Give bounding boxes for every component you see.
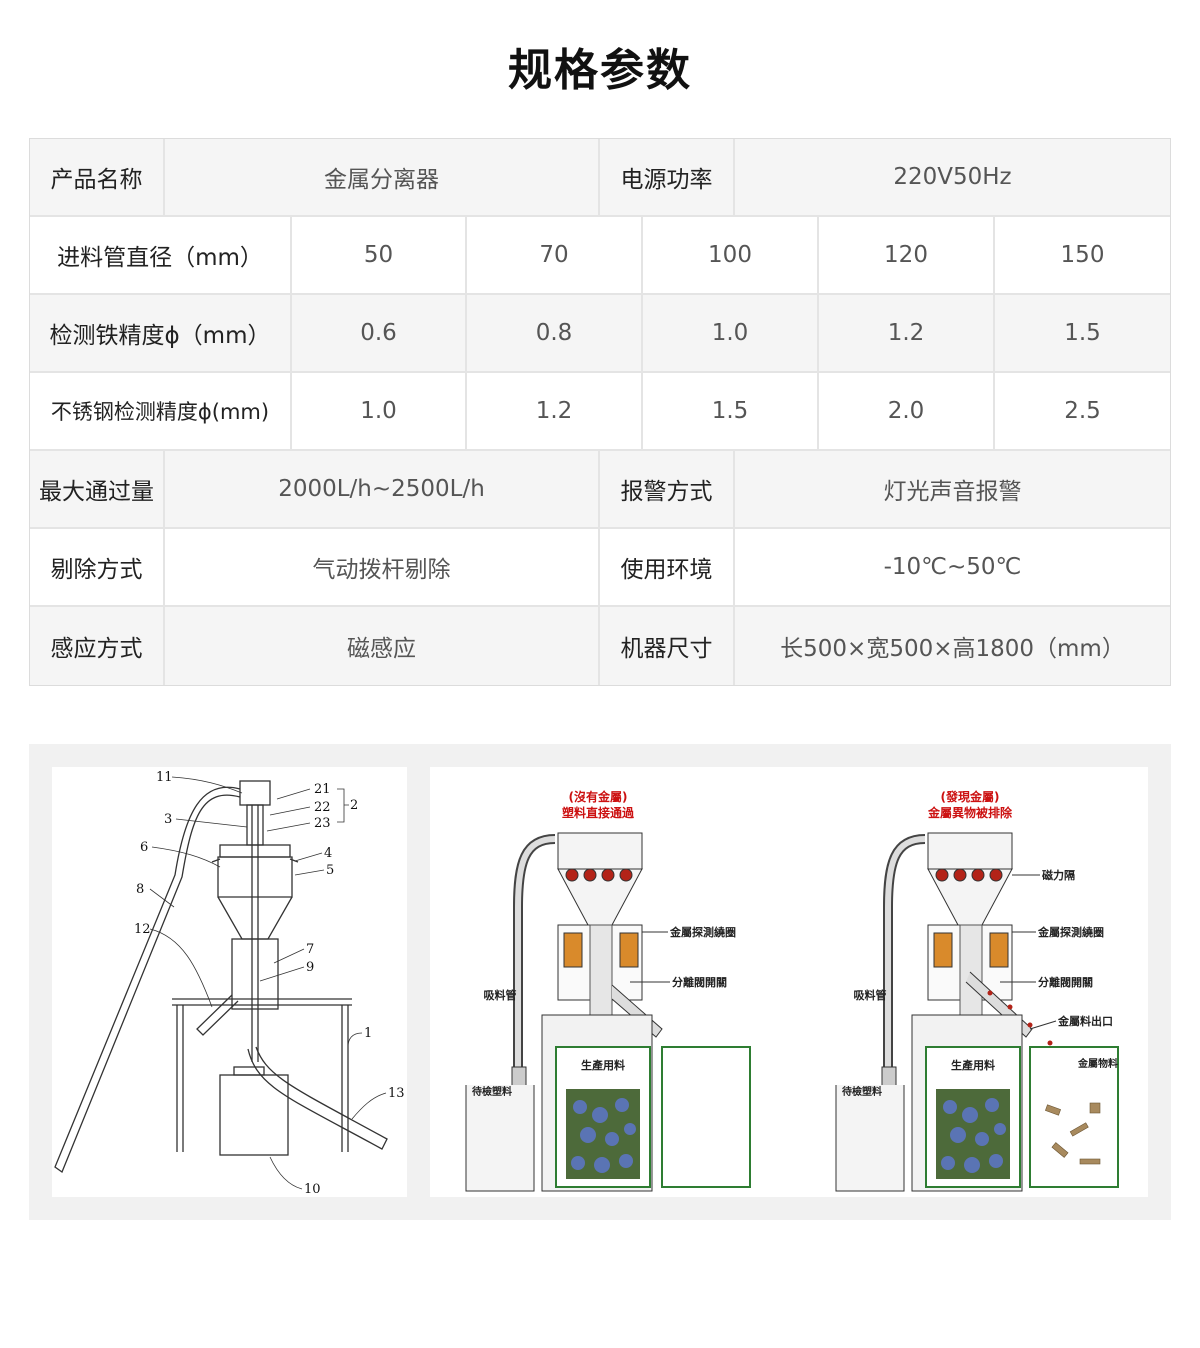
- ss-value: 1.2: [467, 373, 643, 451]
- page-title: 规格参数: [508, 45, 692, 96]
- sense-value: 磁感应: [165, 607, 600, 685]
- iron-value: 0.8: [467, 295, 643, 373]
- label-1: 1: [364, 1026, 372, 1041]
- label-12: 12: [134, 922, 151, 937]
- table-row: 不锈钢检测精度ϕ(mm) 1.0 1.2 1.5 2.0 2.5: [30, 373, 1170, 451]
- label-6: 6: [140, 840, 148, 855]
- right-waiting-label: 待檢塑料: [842, 1085, 882, 1098]
- iron-value: 1.5: [995, 295, 1170, 373]
- figure-area: 11 21 22 23 2 3 6 4 5 8 12 7 9 1 13 10: [29, 744, 1171, 1220]
- schematic-drawing: 11 21 22 23 2 3 6 4 5 8 12 7 9 1 13 10: [54, 770, 405, 1197]
- process-svg: (沒有金屬) 塑料直接通過: [465, 789, 1119, 1192]
- label-10: 10: [304, 1182, 321, 1197]
- right-coil-label: 金屬探測繞圈: [1037, 925, 1104, 939]
- label-11: 11: [156, 770, 173, 785]
- env-label: 使用环境: [600, 529, 735, 607]
- table-row: 最大通过量 2000L/h~2500L/h 报警方式 灯光声音报警: [30, 451, 1170, 529]
- label-21: 21: [314, 782, 331, 797]
- iron-value: 1.0: [643, 295, 819, 373]
- label-23: 23: [314, 816, 331, 831]
- label-5: 5: [326, 863, 334, 878]
- iron-value: 0.6: [292, 295, 467, 373]
- ss-value: 2.0: [819, 373, 995, 451]
- label-9: 9: [306, 960, 314, 975]
- label-7: 7: [306, 942, 314, 957]
- pipe-value: 50: [292, 217, 467, 295]
- right-caption-2: 金屬異物被排除: [927, 805, 1013, 820]
- process-illustration: (沒有金屬) 塑料直接通過: [430, 767, 1148, 1197]
- pipe-value: 70: [467, 217, 643, 295]
- left-waiting-label: 待檢塑料: [472, 1085, 512, 1098]
- right-magnet-label: 磁力隔: [1042, 868, 1075, 882]
- right-suction-label: 吸料管: [854, 988, 887, 1002]
- ss-value: 1.0: [292, 373, 467, 451]
- left-caption-1: (沒有金屬): [569, 789, 628, 804]
- label-4: 4: [324, 846, 332, 861]
- left-caption-2: 塑料直接通過: [562, 805, 635, 820]
- alarm-value: 灯光声音报警: [735, 451, 1170, 529]
- ss-value: 2.5: [995, 373, 1170, 451]
- spec-table: 产品名称 金属分离器 电源功率 220V50Hz 进料管直径（mm） 50 70…: [29, 138, 1171, 686]
- size-label: 机器尺寸: [600, 607, 735, 685]
- label-13: 13: [388, 1086, 405, 1101]
- left-coil-label: 金屬探測繞圈: [669, 925, 736, 939]
- alarm-label: 报警方式: [600, 451, 735, 529]
- pipe-value: 120: [819, 217, 995, 295]
- table-row: 感应方式 磁感应 机器尺寸 长500×宽500×高1800（mm）: [30, 607, 1170, 685]
- sense-label: 感应方式: [30, 607, 165, 685]
- product-name-value: 金属分离器: [165, 139, 600, 217]
- flow-value: 2000L/h~2500L/h: [165, 451, 600, 529]
- env-value: -10℃~50℃: [735, 529, 1170, 607]
- reject-label: 剔除方式: [30, 529, 165, 607]
- reject-value: 气动拨杆剔除: [165, 529, 600, 607]
- left-suction-label: 吸料管: [484, 988, 517, 1002]
- table-row: 进料管直径（mm） 50 70 100 120 150: [30, 217, 1170, 295]
- ss-value: 1.5: [643, 373, 819, 451]
- pipe-value: 100: [643, 217, 819, 295]
- product-name-label: 产品名称: [30, 139, 165, 217]
- label-8: 8: [136, 882, 144, 897]
- iron-value: 1.2: [819, 295, 995, 373]
- pipe-value: 150: [995, 217, 1170, 295]
- flow-label: 最大通过量: [30, 451, 165, 529]
- right-production-label: 生產用料: [951, 1058, 995, 1072]
- right-outlet-label: 金屬料出口: [1057, 1014, 1113, 1028]
- table-row: 产品名称 金属分离器 电源功率 220V50Hz: [30, 139, 1170, 217]
- power-value: 220V50Hz: [735, 139, 1170, 217]
- table-row: 剔除方式 气动拨杆剔除 使用环境 -10℃~50℃: [30, 529, 1170, 607]
- label-2: 2: [350, 798, 358, 813]
- right-metal-label: 金屬物料: [1077, 1057, 1118, 1070]
- right-machine: (發現金屬) 金屬異物被排除: [835, 789, 1119, 1192]
- iron-label: 检测铁精度ϕ（mm）: [30, 295, 292, 373]
- table-row: 检测铁精度ϕ（mm） 0.6 0.8 1.0 1.2 1.5: [30, 295, 1170, 373]
- left-production-label: 生產用料: [581, 1058, 625, 1072]
- size-value: 长500×宽500×高1800（mm）: [735, 607, 1170, 685]
- right-caption-1: (發現金屬): [941, 789, 1000, 804]
- left-machine: (沒有金屬) 塑料直接通過: [465, 789, 751, 1192]
- left-valve-label: 分離閥開關: [672, 975, 727, 989]
- ss-label: 不锈钢检测精度ϕ(mm): [30, 373, 292, 451]
- technical-drawing: 11 21 22 23 2 3 6 4 5 8 12 7 9 1 13 10: [52, 767, 407, 1197]
- pipe-label: 进料管直径（mm）: [30, 217, 292, 295]
- right-valve-label: 分離閥開關: [1038, 975, 1093, 989]
- label-3: 3: [164, 812, 172, 827]
- label-22: 22: [314, 800, 331, 815]
- power-label: 电源功率: [600, 139, 735, 217]
